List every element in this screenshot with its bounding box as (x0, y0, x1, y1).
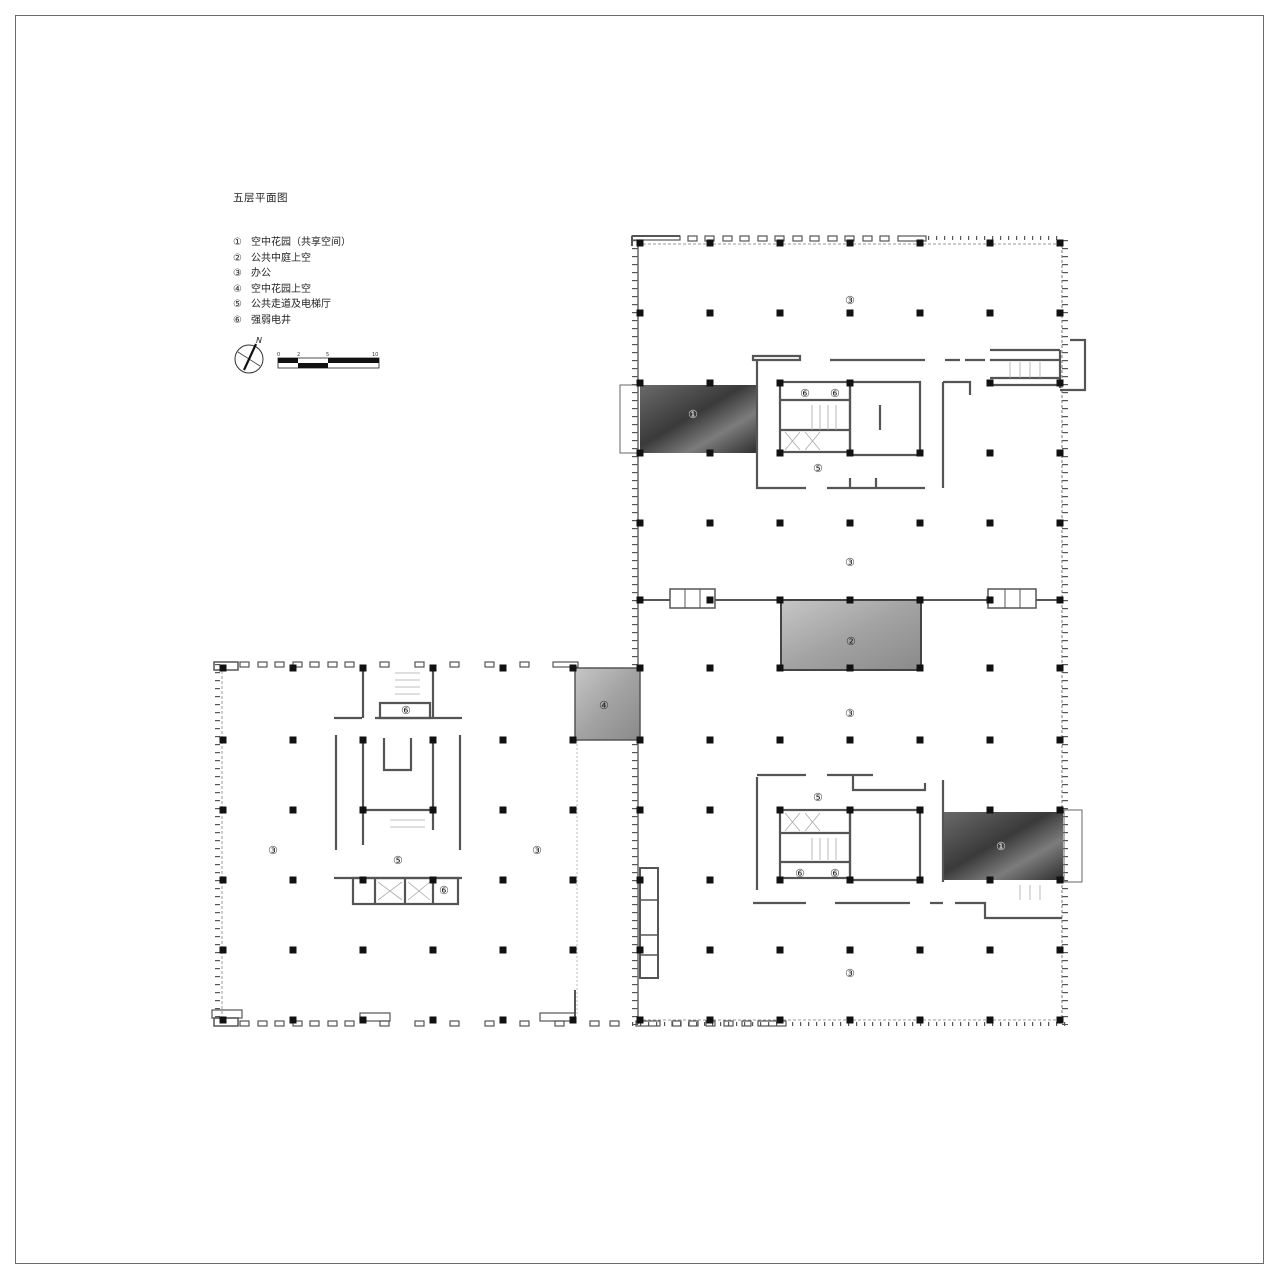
label-atrium-void: ② (846, 635, 856, 648)
svg-text:N: N (256, 336, 262, 345)
drawing-title: 五层平面图 (233, 192, 288, 204)
atrium-void (780, 599, 922, 671)
label-shaft: ⑥ (401, 704, 411, 717)
svg-text:0: 0 (277, 352, 280, 358)
right-building (619, 235, 1087, 1027)
label-office: ③ (532, 844, 542, 857)
drawing-frame (15, 15, 1264, 1264)
label-office: ③ (845, 967, 855, 980)
svg-text:2: 2 (297, 352, 300, 358)
label-corridor-lobby: ⑤ (813, 462, 823, 475)
label-shaft: ⑥ (830, 867, 840, 880)
label-shaft: ⑥ (830, 387, 840, 400)
svg-text:5: 5 (326, 352, 329, 358)
label-office: ③ (845, 556, 855, 569)
label-corridor-lobby: ⑤ (813, 791, 823, 804)
north-arrow-icon: N (234, 336, 264, 374)
sky-garden-upper (640, 385, 757, 453)
scale-bar: 0 2 5 10 (277, 352, 380, 369)
label-office: ③ (845, 707, 855, 720)
sky-garden-void (574, 667, 641, 741)
label-shaft: ⑥ (439, 884, 449, 897)
label-sky-garden-void: ④ (599, 699, 609, 712)
label-sky-garden: ① (688, 408, 698, 421)
svg-text:10: 10 (372, 352, 378, 358)
label-shaft: ⑥ (795, 867, 805, 880)
plan-labels: ③ ③ ③ ③ ③ ③ ① ① ② ④ ⑤ ⑤ ⑤ ⑥ ⑥ ⑥ ⑥ ⑥ ⑥ (268, 294, 1006, 980)
sky-garden-lower (943, 812, 1063, 880)
left-building (211, 661, 641, 1027)
label-office: ③ (268, 844, 278, 857)
label-office: ③ (845, 294, 855, 307)
structural-columns (219, 239, 1064, 1024)
label-shaft: ⑥ (800, 387, 810, 400)
label-corridor-lobby: ⑤ (393, 854, 403, 867)
label-sky-garden: ① (996, 840, 1006, 853)
